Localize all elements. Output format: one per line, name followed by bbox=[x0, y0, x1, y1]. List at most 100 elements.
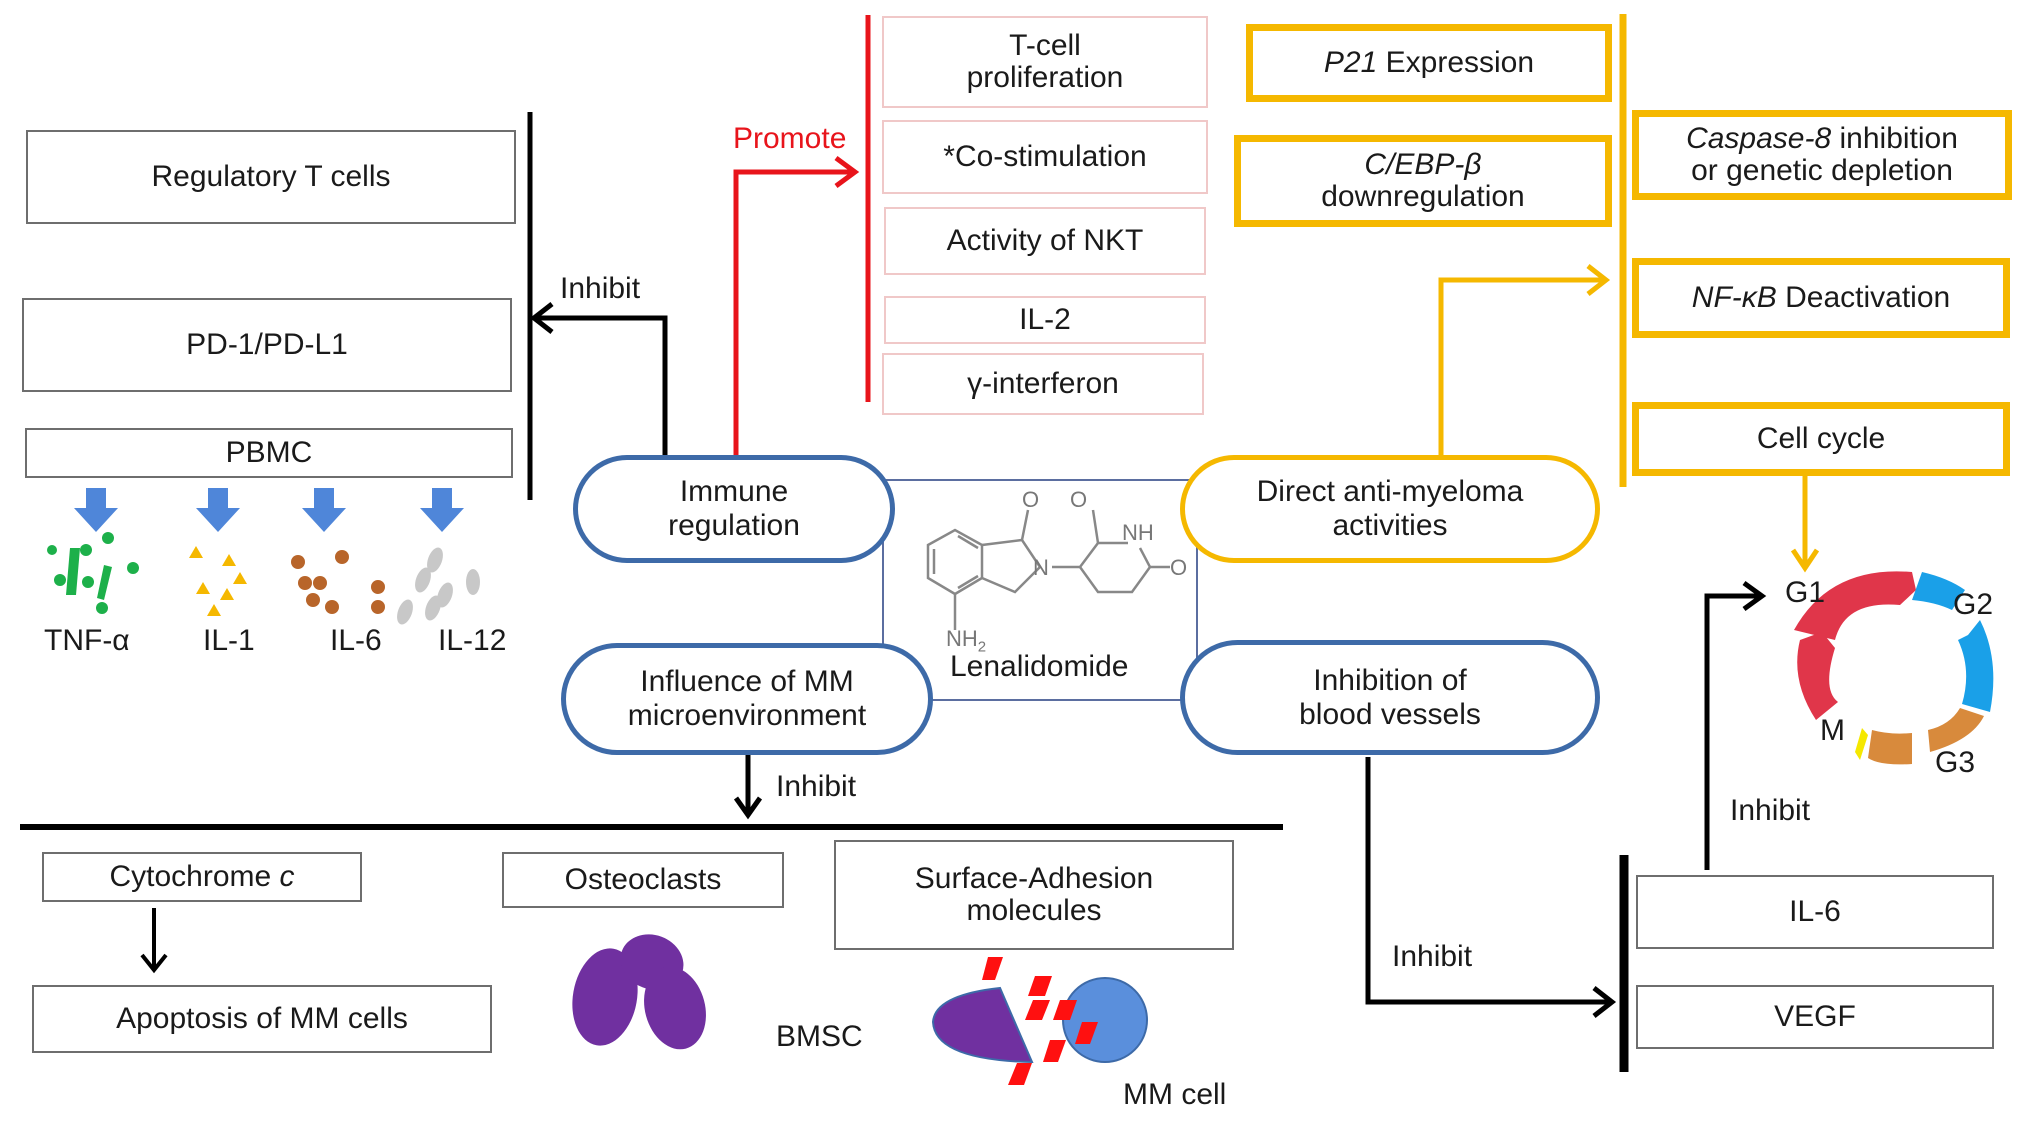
cytokine-il6-label: IL-6 bbox=[330, 624, 382, 657]
il1-particles-icon bbox=[189, 546, 247, 616]
atom-o3: O bbox=[1170, 555, 1188, 580]
arrowhead-direct bbox=[1586, 264, 1611, 296]
il6-particles-icon bbox=[291, 550, 385, 614]
co-stimulation-box: *Co-stimulation bbox=[882, 120, 1208, 194]
cytochrome-c-label: Cytochrome c bbox=[109, 861, 294, 893]
phase-g3-label: G3 bbox=[1935, 746, 1976, 779]
p21-rest: Expression bbox=[1377, 46, 1535, 79]
pd1-pdl1-box: PD-1/PD-L1 bbox=[22, 298, 512, 392]
pbmc-arrows bbox=[74, 488, 464, 532]
apoptosis-box: Apoptosis of MM cells bbox=[32, 985, 492, 1053]
il12-particles-icon bbox=[397, 547, 480, 625]
p21-italic: P21 bbox=[1323, 46, 1378, 79]
nfkb-label: NF-κB Deactivation bbox=[1692, 282, 1950, 314]
arrowhead-promote bbox=[834, 155, 860, 189]
immune-regulation-node: Immune regulation bbox=[573, 455, 895, 563]
pbmc-box: PBMC bbox=[25, 428, 513, 478]
down-arrow-icon bbox=[196, 488, 240, 532]
g3-segment-b bbox=[1868, 730, 1912, 765]
arrowhead-inhibit-vessels bbox=[1592, 986, 1617, 1018]
arrowhead-inhibit-micro bbox=[733, 796, 763, 820]
cytokine-il1-label: IL-1 bbox=[203, 624, 255, 657]
arrowhead-cellcycle bbox=[1790, 548, 1820, 573]
il6-angio-box: IL-6 bbox=[1636, 875, 1994, 949]
tcell-proliferation-box: T-cell proliferation bbox=[882, 16, 1208, 108]
immune-regulation-line1: Immune bbox=[679, 475, 789, 508]
bmsc-cell-icon bbox=[931, 986, 1034, 1064]
blood-vessels-line2: blood vessels bbox=[1299, 697, 1481, 731]
caspase8-italic: Caspase-8 bbox=[1686, 122, 1832, 155]
inhibit-immune-label: Inhibit bbox=[560, 272, 641, 305]
down-arrow-icon bbox=[420, 488, 464, 532]
atom-nh2: NH2 bbox=[946, 626, 986, 655]
surface-adhesion-box: Surface-Adhesion molecules bbox=[834, 840, 1234, 950]
surface-adhesion-line1: Surface-Adhesion bbox=[914, 862, 1154, 895]
cytochrome-c-box: Cytochrome c bbox=[42, 852, 362, 902]
atom-nh2-text: NH bbox=[946, 626, 978, 651]
pbmc-label: PBMC bbox=[225, 436, 313, 469]
blood-vessels-line1: Inhibition of bbox=[1313, 663, 1467, 697]
microenvironment-node: Influence of MM microenvironment bbox=[561, 643, 933, 755]
p21-expression-box: P21 Expression bbox=[1246, 24, 1612, 102]
g1-segment bbox=[1794, 571, 1916, 640]
g2-segment-a bbox=[1912, 572, 1965, 610]
inhibit-vessels-label: Inhibit bbox=[1392, 940, 1473, 973]
tcell-label-line1: T-cell bbox=[1009, 29, 1081, 62]
cebp-italic: C/EBP-β bbox=[1364, 148, 1482, 181]
m-marker bbox=[1855, 728, 1868, 760]
il6-angio-label: IL-6 bbox=[1789, 895, 1841, 928]
caspase8-rest: inhibition bbox=[1831, 122, 1958, 155]
gamma-interferon-box: γ-interferon bbox=[882, 353, 1204, 415]
nfkb-rest: Deactivation bbox=[1776, 281, 1951, 314]
atom-nh2-subscript: 2 bbox=[977, 638, 987, 656]
atom-o1: O bbox=[1022, 487, 1040, 512]
inhibit-arrow-immune bbox=[534, 315, 668, 462]
arrowhead-inhibit-immune bbox=[529, 302, 554, 334]
caspase8-box: Caspase-8 inhibition or genetic depletio… bbox=[1632, 110, 2012, 200]
mm-cell-icon bbox=[1062, 977, 1148, 1063]
drug-box-frame bbox=[882, 479, 1198, 701]
lenalidomide-structure-icon bbox=[926, 509, 1170, 630]
bmsc-label: BMSC bbox=[776, 1020, 863, 1053]
gamma-interferon-label: γ-interferon bbox=[967, 367, 1119, 400]
arrowhead-cytochrome bbox=[140, 953, 168, 974]
phase-g2-label: G2 bbox=[1953, 588, 1994, 621]
inhibit-arrow-il6 bbox=[1704, 593, 1760, 870]
microenvironment-line1: Influence of MM bbox=[640, 665, 854, 698]
blood-vessels-node: Inhibition of blood vessels bbox=[1180, 640, 1600, 755]
tnf-particles-icon bbox=[47, 532, 139, 614]
co-stimulation-label: *Co-stimulation bbox=[943, 140, 1147, 173]
inhibit-arrow-vessels bbox=[1365, 757, 1612, 1005]
osteoclasts-label: Osteoclasts bbox=[564, 863, 722, 896]
microenvironment-line2: microenvironment bbox=[627, 699, 867, 732]
immune-regulation-line2: regulation bbox=[668, 509, 800, 542]
mm-cell-label: MM cell bbox=[1123, 1078, 1227, 1111]
nfkb-deactivation-box: NF-κB Deactivation bbox=[1632, 258, 2010, 338]
phase-g1-label: G1 bbox=[1785, 576, 1826, 609]
direct-arrow bbox=[1438, 277, 1606, 455]
inhibit-il6-label: Inhibit bbox=[1730, 794, 1811, 827]
cell-cycle-ring-icon bbox=[1794, 571, 1994, 765]
direct-anti-myeloma-node: Direct anti-myeloma activities bbox=[1180, 455, 1600, 563]
g2-segment-b bbox=[1958, 620, 1994, 712]
m-segment bbox=[1797, 632, 1838, 720]
drug-name-label: Lenalidomide bbox=[950, 650, 1129, 683]
caspase8-line2: or genetic depletion bbox=[1691, 154, 1953, 187]
atom-n: N bbox=[1033, 555, 1049, 580]
direct-anti-myeloma-line2: activities bbox=[1332, 509, 1448, 542]
cytochrome-c-italic: c bbox=[279, 860, 295, 893]
arrowhead-inhibit-il6 bbox=[1742, 580, 1767, 612]
cytokine-il12-label: IL-12 bbox=[438, 624, 507, 657]
il2-label: IL-2 bbox=[1019, 303, 1071, 336]
cell-cycle-label: Cell cycle bbox=[1756, 422, 1886, 455]
vegf-label: VEGF bbox=[1774, 1000, 1856, 1033]
cebp-downregulation-box: C/EBP-β downregulation bbox=[1234, 135, 1612, 227]
inhibit-micro-label: Inhibit bbox=[776, 770, 857, 803]
g3-segment-a bbox=[1928, 708, 1984, 752]
phase-m-label: M bbox=[1820, 714, 1845, 747]
regulatory-t-cells-box: Regulatory T cells bbox=[26, 130, 516, 224]
surface-adhesion-line2: molecules bbox=[966, 894, 1102, 927]
cell-cycle-box: Cell cycle bbox=[1632, 402, 2010, 476]
